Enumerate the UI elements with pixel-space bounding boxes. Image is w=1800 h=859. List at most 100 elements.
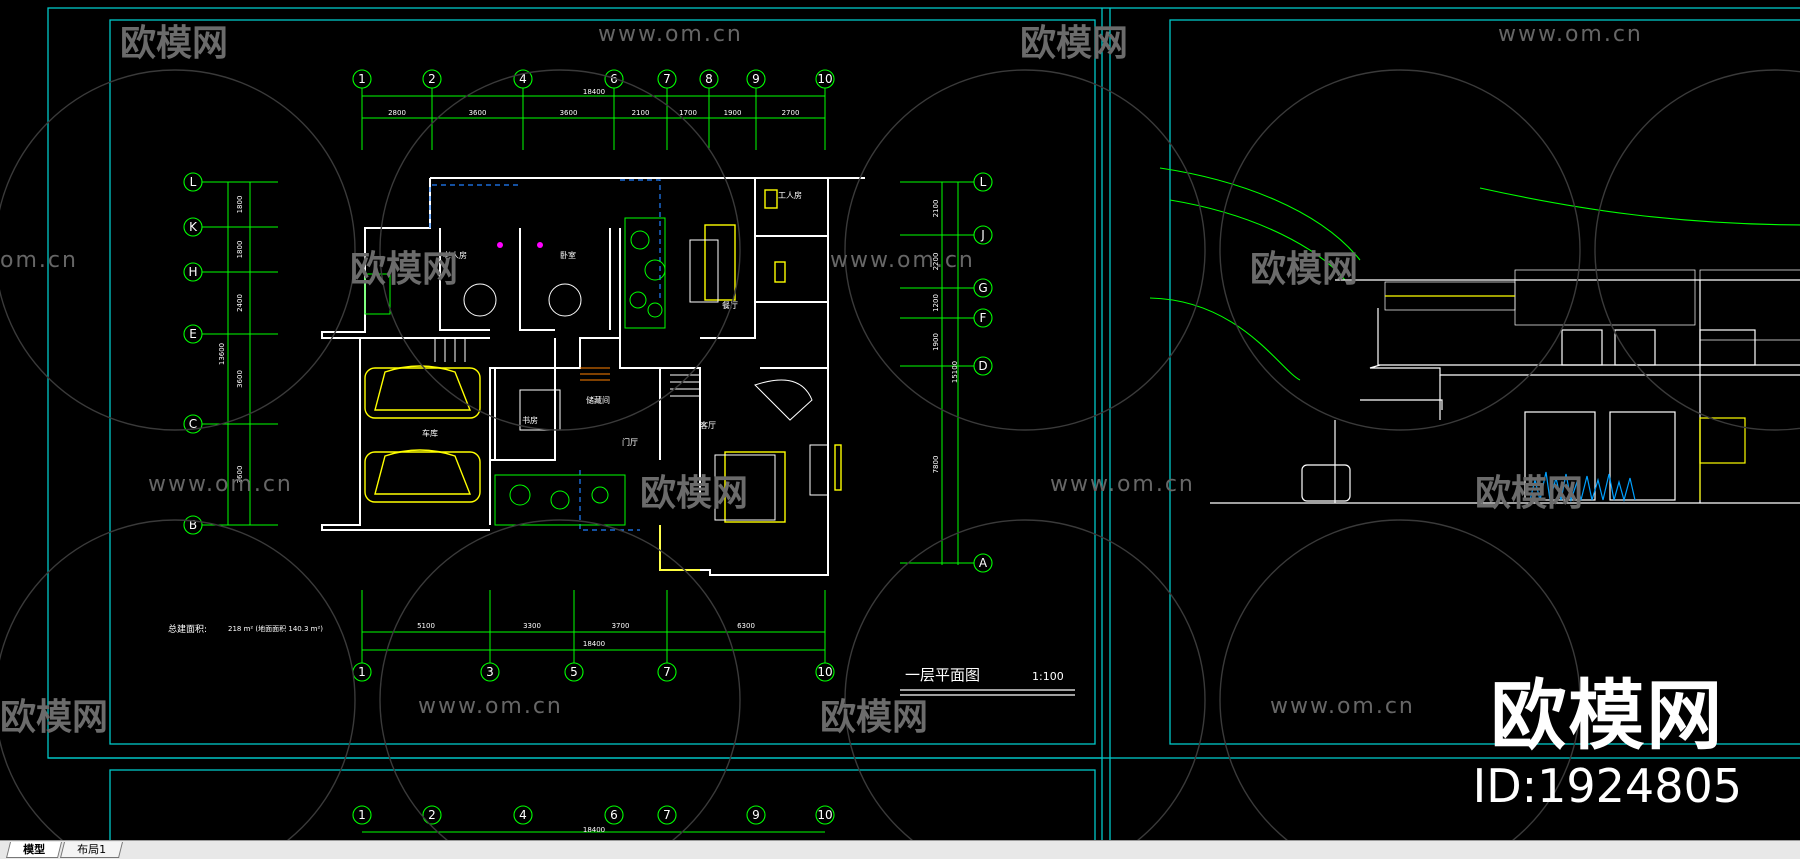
axis-bubble-top: 9 [746,69,766,89]
watermark-logo: 欧模网 [120,23,229,64]
room-label: 门厅 [622,437,638,447]
svg-text:A: A [979,556,988,570]
svg-text:6: 6 [610,808,618,822]
dimension-text: 2100 [932,200,940,218]
axis-bubble-lower: 2 [422,805,442,825]
axis-bubble-right: F [973,308,993,328]
svg-text:C: C [189,417,197,431]
dimension-text: 3700 [612,622,630,630]
svg-text:4: 4 [519,72,527,86]
svg-text:D: D [978,359,987,373]
axis-bubble-top: 2 [422,69,442,89]
svg-text:3: 3 [486,665,494,679]
dimension-text: 6300 [737,622,755,630]
svg-text:10: 10 [817,808,832,822]
svg-text:1: 1 [358,808,366,822]
axis-bubble-right: J [973,225,993,245]
watermark-logo: 欧模网 [0,697,109,738]
area-label: 总建面积: [168,625,208,635]
room-label: 餐厅 [722,301,738,310]
svg-text:2: 2 [428,808,436,822]
plan-scale: 1:100 [1032,670,1064,683]
dimension-text: 1800 [236,196,244,214]
axis-bubble-top: 10 [815,69,835,89]
svg-text:4: 4 [519,808,527,822]
watermark-url: www.om.cn [418,694,563,719]
svg-text:B: B [189,518,197,532]
dimension-text: 1800 [236,241,244,259]
room-label: 工人房 [778,190,802,200]
dimension-text: 2700 [782,109,800,117]
dimension-text: 3600 [236,370,244,388]
dimension-text: 2200 [932,253,940,271]
dimension-text: 3600 [560,109,578,117]
plan-title: 一层平面图 [905,666,981,684]
dimension-total: 18400 [583,826,605,834]
svg-text:J: J [980,228,985,242]
tab-layout1[interactable]: 布局1 [60,842,123,858]
svg-text:7: 7 [663,808,671,822]
tab-model[interactable]: 模型 [6,842,62,858]
brand-logo: 欧模网 [1490,671,1725,760]
axis-bubble-lower: 10 [815,805,835,825]
axis-bubble-right: G [973,278,993,298]
svg-text:10: 10 [817,665,832,679]
watermark-url: www.om.cn [1050,472,1195,497]
sheet-frame-right [1169,19,1800,745]
svg-text:L: L [980,175,987,189]
room-label: 老人房 [443,250,467,260]
area-value: 218 m² (地面面积 140.3 m²) [228,625,324,633]
dimension-text: 1700 [679,109,697,117]
axis-bubble-right: D [973,356,993,376]
sheet-frame-left [109,19,1096,745]
axis-bubble-left: K [183,217,203,237]
room-label: 储藏间 [586,395,610,405]
watermark-logo: 欧模网 [350,249,459,290]
dimension-total: 13600 [218,343,226,365]
watermark-url: www.om.cn [598,22,743,47]
svg-text:K: K [189,220,198,234]
svg-text:G: G [978,281,987,295]
watermark-logo: 欧模网 [820,697,929,738]
dimension-total: 15100 [951,361,959,383]
axis-bubble-bottom: 3 [480,662,500,682]
axis-bubble-top: 1 [352,69,372,89]
axis-bubble-lower: 1 [352,805,372,825]
axis-bubble-right: A [973,553,993,573]
svg-text:F: F [980,311,987,325]
dimension-text: 3600 [469,109,487,117]
dimension-total: 18400 [583,640,605,648]
svg-text:9: 9 [752,808,760,822]
axis-bubble-top: 7 [657,69,677,89]
room-label: 客厅 [700,420,716,430]
layout-tab-bar: 模型 布局1 [0,840,1800,859]
axis-bubble-left: L [183,172,203,192]
watermark-url: www.om.cn [1498,22,1643,47]
sheet-frame-bottom [109,769,1096,840]
svg-text:7: 7 [663,72,671,86]
svg-text:L: L [190,175,197,189]
room-label: 车库 [422,428,438,438]
dimension-text: 3600 [236,466,244,484]
axis-bubble-top: 8 [699,69,719,89]
watermark-url: www.om.cn [1270,694,1415,719]
watermark-logo: 欧模网 [1475,473,1584,514]
svg-text:9: 9 [752,72,760,86]
watermark-url: www.om.cn [148,472,293,497]
dimension-text: 2800 [388,109,406,117]
brand-id: ID:1924805 [1472,759,1742,813]
watermark-logo: 欧模网 [640,473,749,514]
watermark-logo: 欧模网 [1250,249,1359,290]
axis-bubble-bottom: 7 [657,662,677,682]
svg-text:1: 1 [358,665,366,679]
axis-bubble-left: E [183,324,203,344]
dimension-text: 3300 [523,622,541,630]
axis-bubble-right: L [973,172,993,192]
axis-bubble-left: H [183,262,203,282]
dimension-text: 1900 [932,333,940,351]
room-label: 书房 [522,415,538,425]
dimension-text: 1900 [724,109,742,117]
svg-text:E: E [189,327,197,341]
